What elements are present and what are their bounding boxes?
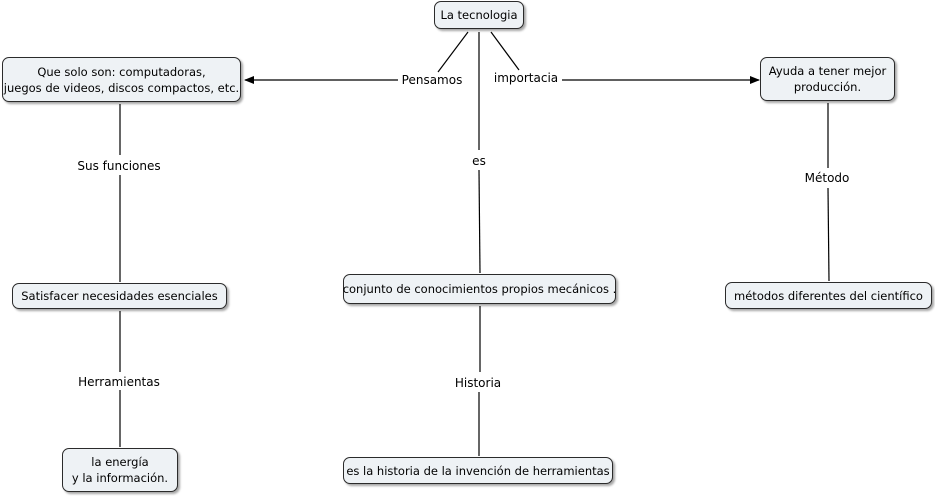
link-line-pensamos xyxy=(437,31,469,73)
concept-label-line-1: Ayuda a tener mejor xyxy=(768,64,887,78)
concept-label-line-1: la energía xyxy=(91,455,149,469)
link-label-pensamos: Pensamos xyxy=(399,73,465,87)
concept-label: conjunto de conocimientos propios mecáni… xyxy=(342,282,617,296)
concept-metodos-diferentes[interactable]: métodos diferentes del científico xyxy=(725,282,932,309)
concept-label-line-2: producción. xyxy=(793,80,862,94)
concept-energia-informacion[interactable]: la energía y la información. xyxy=(62,448,178,492)
concept-label-line-2: y la información. xyxy=(71,471,169,485)
concept-label: es la historia de la invención de herram… xyxy=(346,463,610,478)
link-label-es: es xyxy=(470,154,488,168)
concept-que-solo-son[interactable]: Que solo son: computadoras, juegos de vi… xyxy=(2,57,241,102)
link-line-es-bottom xyxy=(478,169,481,274)
link-label-sus-funciones: Sus funciones xyxy=(75,159,163,173)
concept-historia-herramientas[interactable]: es la historia de la invención de herram… xyxy=(343,457,613,484)
link-label-herramientas: Herramientas xyxy=(76,375,162,389)
concept-label: métodos diferentes del científico xyxy=(734,288,923,303)
link-line-metodo-bottom xyxy=(827,187,830,282)
link-label-historia: Historia xyxy=(452,376,504,390)
link-line-importacia xyxy=(490,31,520,71)
link-label-importacia: importacia xyxy=(491,71,561,85)
link-label-metodo: Método xyxy=(802,171,852,185)
concept-satisfacer-necesidades[interactable]: Satisfacer necesidades esenciales xyxy=(12,283,227,309)
concept-label-line-2: juegos de videos, discos compactos, etc. xyxy=(3,80,240,95)
concept-la-tecnologia[interactable]: La tecnologia xyxy=(434,1,524,29)
concept-ayuda-produccion[interactable]: Ayuda a tener mejor producción. xyxy=(760,57,895,101)
concept-label-line-1: Que solo son: computadoras, xyxy=(37,64,206,79)
concept-label: Satisfacer necesidades esenciales xyxy=(21,289,218,303)
concept-label: La tecnologia xyxy=(440,8,518,22)
concept-conjunto-conocimientos[interactable]: conjunto de conocimientos propios mecáni… xyxy=(343,274,616,304)
